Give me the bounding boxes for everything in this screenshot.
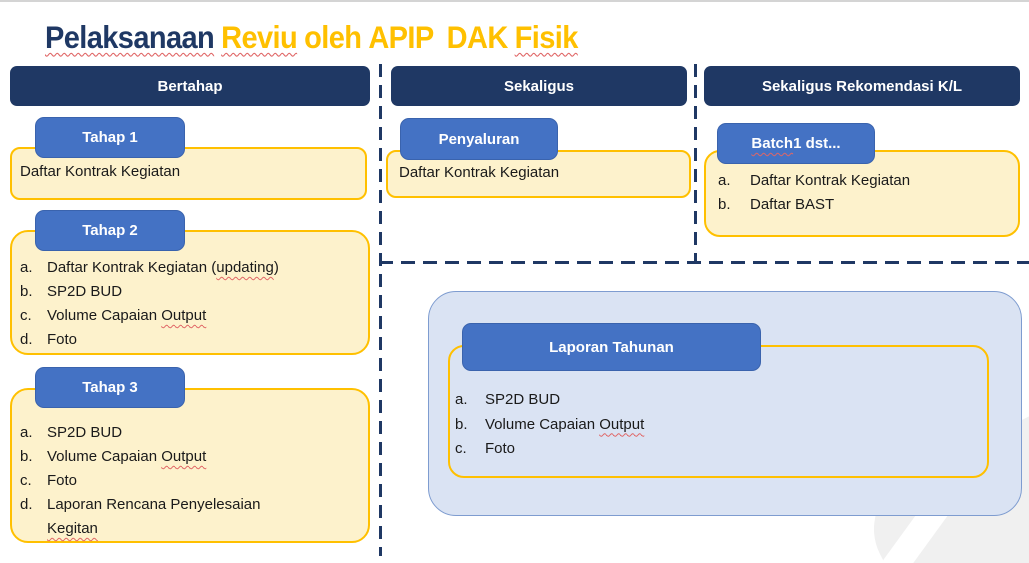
list-text: Foto	[47, 472, 78, 489]
column-header-sekaligus: Sekaligus	[391, 66, 687, 106]
list-item: a. SP2D BUD	[455, 388, 955, 413]
list-item: b. Volume Capaian Output	[20, 445, 360, 469]
tahap-1-label-button: Tahap 1	[35, 117, 185, 158]
list-item: a. Daftar Kontrak Kegiatan	[718, 169, 1013, 193]
misspelled-word: Output	[599, 415, 645, 433]
list-text: Daftar Kontrak Kegiatan (updating)	[47, 259, 279, 276]
list-item: b. Volume Capaian Output	[455, 413, 955, 438]
misspelled-word: Output	[161, 448, 207, 465]
list-text: Foto	[485, 440, 516, 457]
list-text: Volume Capaian Output	[47, 307, 207, 324]
list-letter: b.	[20, 283, 33, 300]
title-word-oleh: oleh	[304, 21, 362, 56]
slide-top-border	[0, 0, 1029, 2]
list-letter: a.	[718, 172, 731, 189]
tahap-3-item-list: a. SP2D BUD b. Volume Capaian Output c. …	[20, 421, 360, 541]
list-letter: d.	[20, 331, 33, 348]
penyaluran-item: Daftar Kontrak Kegiatan	[399, 164, 560, 181]
list-item: c. Volume Capaian Output	[20, 304, 360, 328]
list-letter: b.	[718, 195, 731, 213]
list-item: b. Daftar BAST	[718, 193, 1013, 217]
list-item: b. SP2D BUD	[20, 280, 360, 304]
laporan-tahunan-label-button: Laporan Tahunan	[462, 323, 761, 371]
batch-label-button: Batch 1 dst...	[717, 123, 875, 164]
list-item: d. Foto	[20, 328, 360, 352]
batch-box	[704, 150, 1020, 237]
divider-dashed-horizontal	[379, 261, 1029, 264]
list-letter: c.	[20, 472, 32, 489]
misspelled-word: updating	[216, 259, 274, 276]
list-text: Foto	[47, 331, 78, 348]
list-letter: d.	[20, 496, 33, 513]
list-letter: c.	[20, 307, 32, 324]
list-item: c. Foto	[20, 469, 360, 493]
list-letter: a.	[20, 424, 33, 441]
list-text: Volume Capaian Output	[485, 415, 645, 433]
list-letter: b.	[455, 415, 468, 433]
list-item: a. SP2D BUD	[20, 421, 360, 445]
laporan-tahunan-item-list: a. SP2D BUD b. Volume Capaian Output c. …	[455, 388, 955, 462]
tahap-1-item: Daftar Kontrak Kegiatan	[20, 163, 181, 180]
penyaluran-label-button: Penyaluran	[400, 118, 558, 160]
tahap-2-item-list: a. Daftar Kontrak Kegiatan (updating) b.…	[20, 256, 360, 352]
misspelled-word: Kegitan	[47, 520, 98, 537]
list-letter: a.	[20, 259, 33, 276]
list-letter: b.	[20, 448, 33, 465]
misspelled-word: Output	[161, 307, 207, 324]
title-word-apip: APIP	[368, 21, 434, 56]
list-letter: c.	[455, 440, 467, 457]
list-item: c. Foto	[455, 437, 955, 462]
list-text: SP2D BUD	[47, 283, 123, 300]
misspelled-word: Batch	[751, 135, 794, 152]
column-header-bertahap: Bertahap	[10, 66, 370, 106]
title-word-reviu: Reviu	[221, 21, 298, 56]
list-text: Daftar BAST	[750, 195, 835, 213]
divider-dashed-vertical-left	[379, 64, 382, 556]
list-letter: a.	[455, 391, 468, 408]
list-text: Volume Capaian Output	[47, 448, 207, 465]
batch-item-list: a. Daftar Kontrak Kegiatan b. Daftar BAS…	[718, 169, 1013, 216]
title-word-dak: DAK	[446, 21, 509, 56]
list-text: SP2D BUD	[47, 424, 123, 441]
list-item: a. Daftar Kontrak Kegiatan (updating)	[20, 256, 360, 280]
list-text: Daftar Kontrak Kegiatan	[750, 172, 911, 189]
column-header-sekaligus-rekomendasi: Sekaligus Rekomendasi K/L	[704, 66, 1020, 106]
tahap-2-label-button: Tahap 2	[35, 210, 185, 251]
tahap-3-box	[10, 388, 370, 543]
tahap-3-label-button: Tahap 3	[35, 367, 185, 408]
divider-dashed-vertical-right	[694, 64, 697, 263]
title-word-pelaksanaan: Pelaksanaan	[45, 21, 215, 56]
list-text: SP2D BUD	[485, 391, 561, 408]
title-word-fisik: Fisik	[514, 21, 579, 56]
